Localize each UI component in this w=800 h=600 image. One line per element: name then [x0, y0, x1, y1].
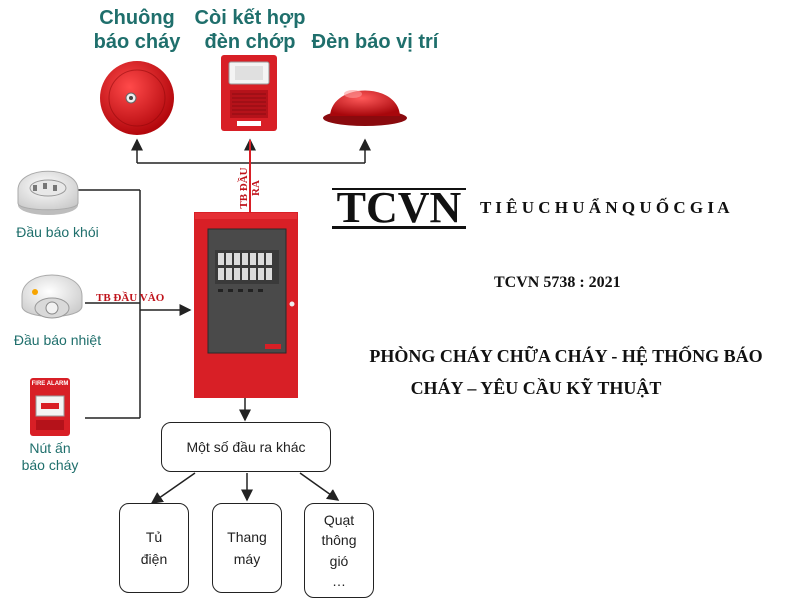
tcvn-logo: TCVN: [336, 183, 462, 232]
logo-underline: [332, 226, 466, 229]
horn-strobe-icon: [221, 55, 277, 131]
fire-bell-icon: [100, 61, 174, 135]
input-wire-label: TB ĐẦU VÀO: [96, 292, 165, 304]
other-outputs-label: Một số đầu ra khác: [186, 438, 306, 455]
other-outputs-box: Một số đầu ra khác: [161, 422, 331, 472]
heat-detector-icon: [21, 274, 83, 319]
heat-detector-label: Đầu báo nhiệt: [0, 332, 115, 349]
horn-strobe-label-line2: đèn chớp: [204, 31, 296, 53]
ventilation-fan-line4: …: [332, 572, 346, 589]
smoke-detector-icon: [17, 170, 79, 215]
tcvn-subtitle: T I Ê U C H U Ẩ N Q U Ố C G I A: [480, 198, 730, 217]
other-output-lines: [150, 398, 340, 504]
location-lamp-label-line1: Đèn báo vị trí: [311, 31, 439, 53]
horn-strobe-label-line1: Còi kết hợp: [194, 7, 306, 29]
standard-title-line1: PHÒNG CHÁY CHỮA CHÁY - HỆ THỐNG BÁO: [369, 346, 763, 366]
electrical-cabinet-line1: Tủ: [145, 528, 163, 545]
fire-bell-label-line1: Chuông: [99, 7, 175, 29]
ventilation-fan-line3: gió: [329, 552, 349, 569]
ventilation-fan-line2: thông: [321, 532, 357, 549]
call-point-label-line1: Nút ấn: [29, 440, 71, 456]
output-box-elevator: Thang máy: [212, 503, 282, 593]
smoke-detector-label-line1: Đầu báo khói: [16, 224, 99, 240]
output-wire-label: TB ĐẦU RA: [238, 167, 262, 209]
standard-title-line2: CHÁY – YÊU CẦU KỸ THUẬT: [410, 378, 662, 398]
location-lamp-icon: [323, 90, 407, 126]
output-box-ventilation-fan: Quạt thông gió …: [304, 503, 374, 598]
output-box-electrical-cabinet: Tủ điện: [119, 503, 189, 593]
fire-alarm-control-panel: [194, 212, 298, 398]
fire-bell-label-line2: báo cháy: [93, 31, 181, 53]
electrical-cabinet-line2: điện: [140, 551, 168, 567]
smoke-detector-label: Đầu báo khói: [0, 224, 115, 241]
fire-bell-label: Chuông báo cháy: [82, 6, 192, 54]
ventilation-fan-line1: Quạt: [323, 511, 355, 528]
call-point-label: Nút ấn báo cháy: [0, 440, 100, 474]
elevator-line1: Thang: [227, 528, 267, 545]
location-lamp-label: Đèn báo vị trí: [300, 30, 450, 54]
call-point-label-line2: báo cháy: [21, 456, 79, 473]
elevator-line2: máy: [233, 551, 261, 567]
horn-strobe-label: Còi kết hợp đèn chớp: [186, 6, 314, 54]
call-point-sign: FIRE ALARM: [31, 381, 69, 387]
input-bus-lines: [78, 189, 192, 419]
standard-code: TCVN 5738 : 2021: [494, 274, 621, 291]
heat-detector-label-line1: Đầu báo nhiệt: [13, 332, 102, 348]
logo-overline: [332, 188, 466, 190]
manual-call-point-icon: [30, 378, 70, 436]
